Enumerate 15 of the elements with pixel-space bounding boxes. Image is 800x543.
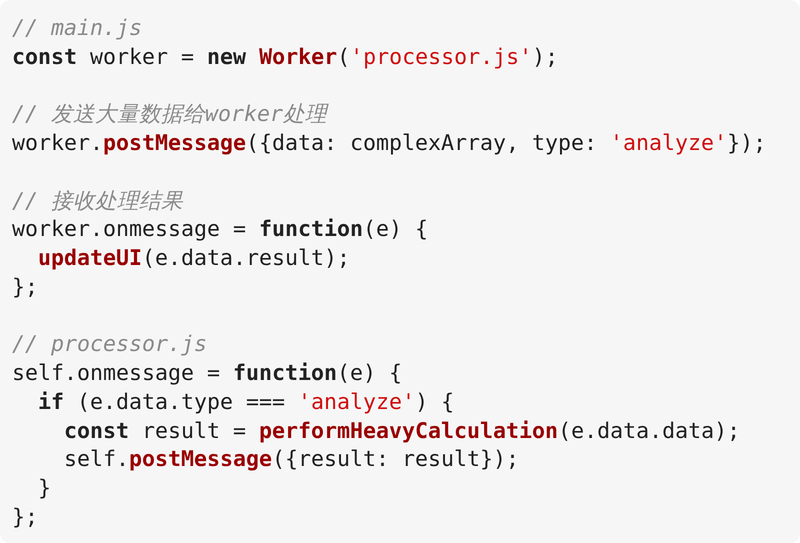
code-line: updateUI(e.data.result); <box>37 245 350 273</box>
code-line: } <box>37 475 52 503</box>
code-line: worker.postMessage({data: complexArray, type: 'analyze'}); <box>12 130 766 158</box>
code-line: self.postMessage({result: result}); <box>63 446 520 474</box>
code-line: }; <box>12 504 38 532</box>
code-line: self.onmessage = function(e) { <box>12 360 402 388</box>
code-comment: // 发送大量数据给worker处理 <box>12 101 328 130</box>
code-comment: // processor.js <box>12 331 208 360</box>
code-line: worker.onmessage = function(e) { <box>12 216 428 244</box>
code-comment: // 接收处理结果 <box>12 188 184 216</box>
code-line: }; <box>12 274 38 302</box>
code-line: if (e.data.type === 'analyze') { <box>37 388 454 417</box>
code-comment: // main.js <box>12 15 142 43</box>
code-line: const worker = new Worker('processor.js'); <box>12 44 558 72</box>
code-line: const result = performHeavyCalculation(e.data.data); <box>63 418 740 446</box>
